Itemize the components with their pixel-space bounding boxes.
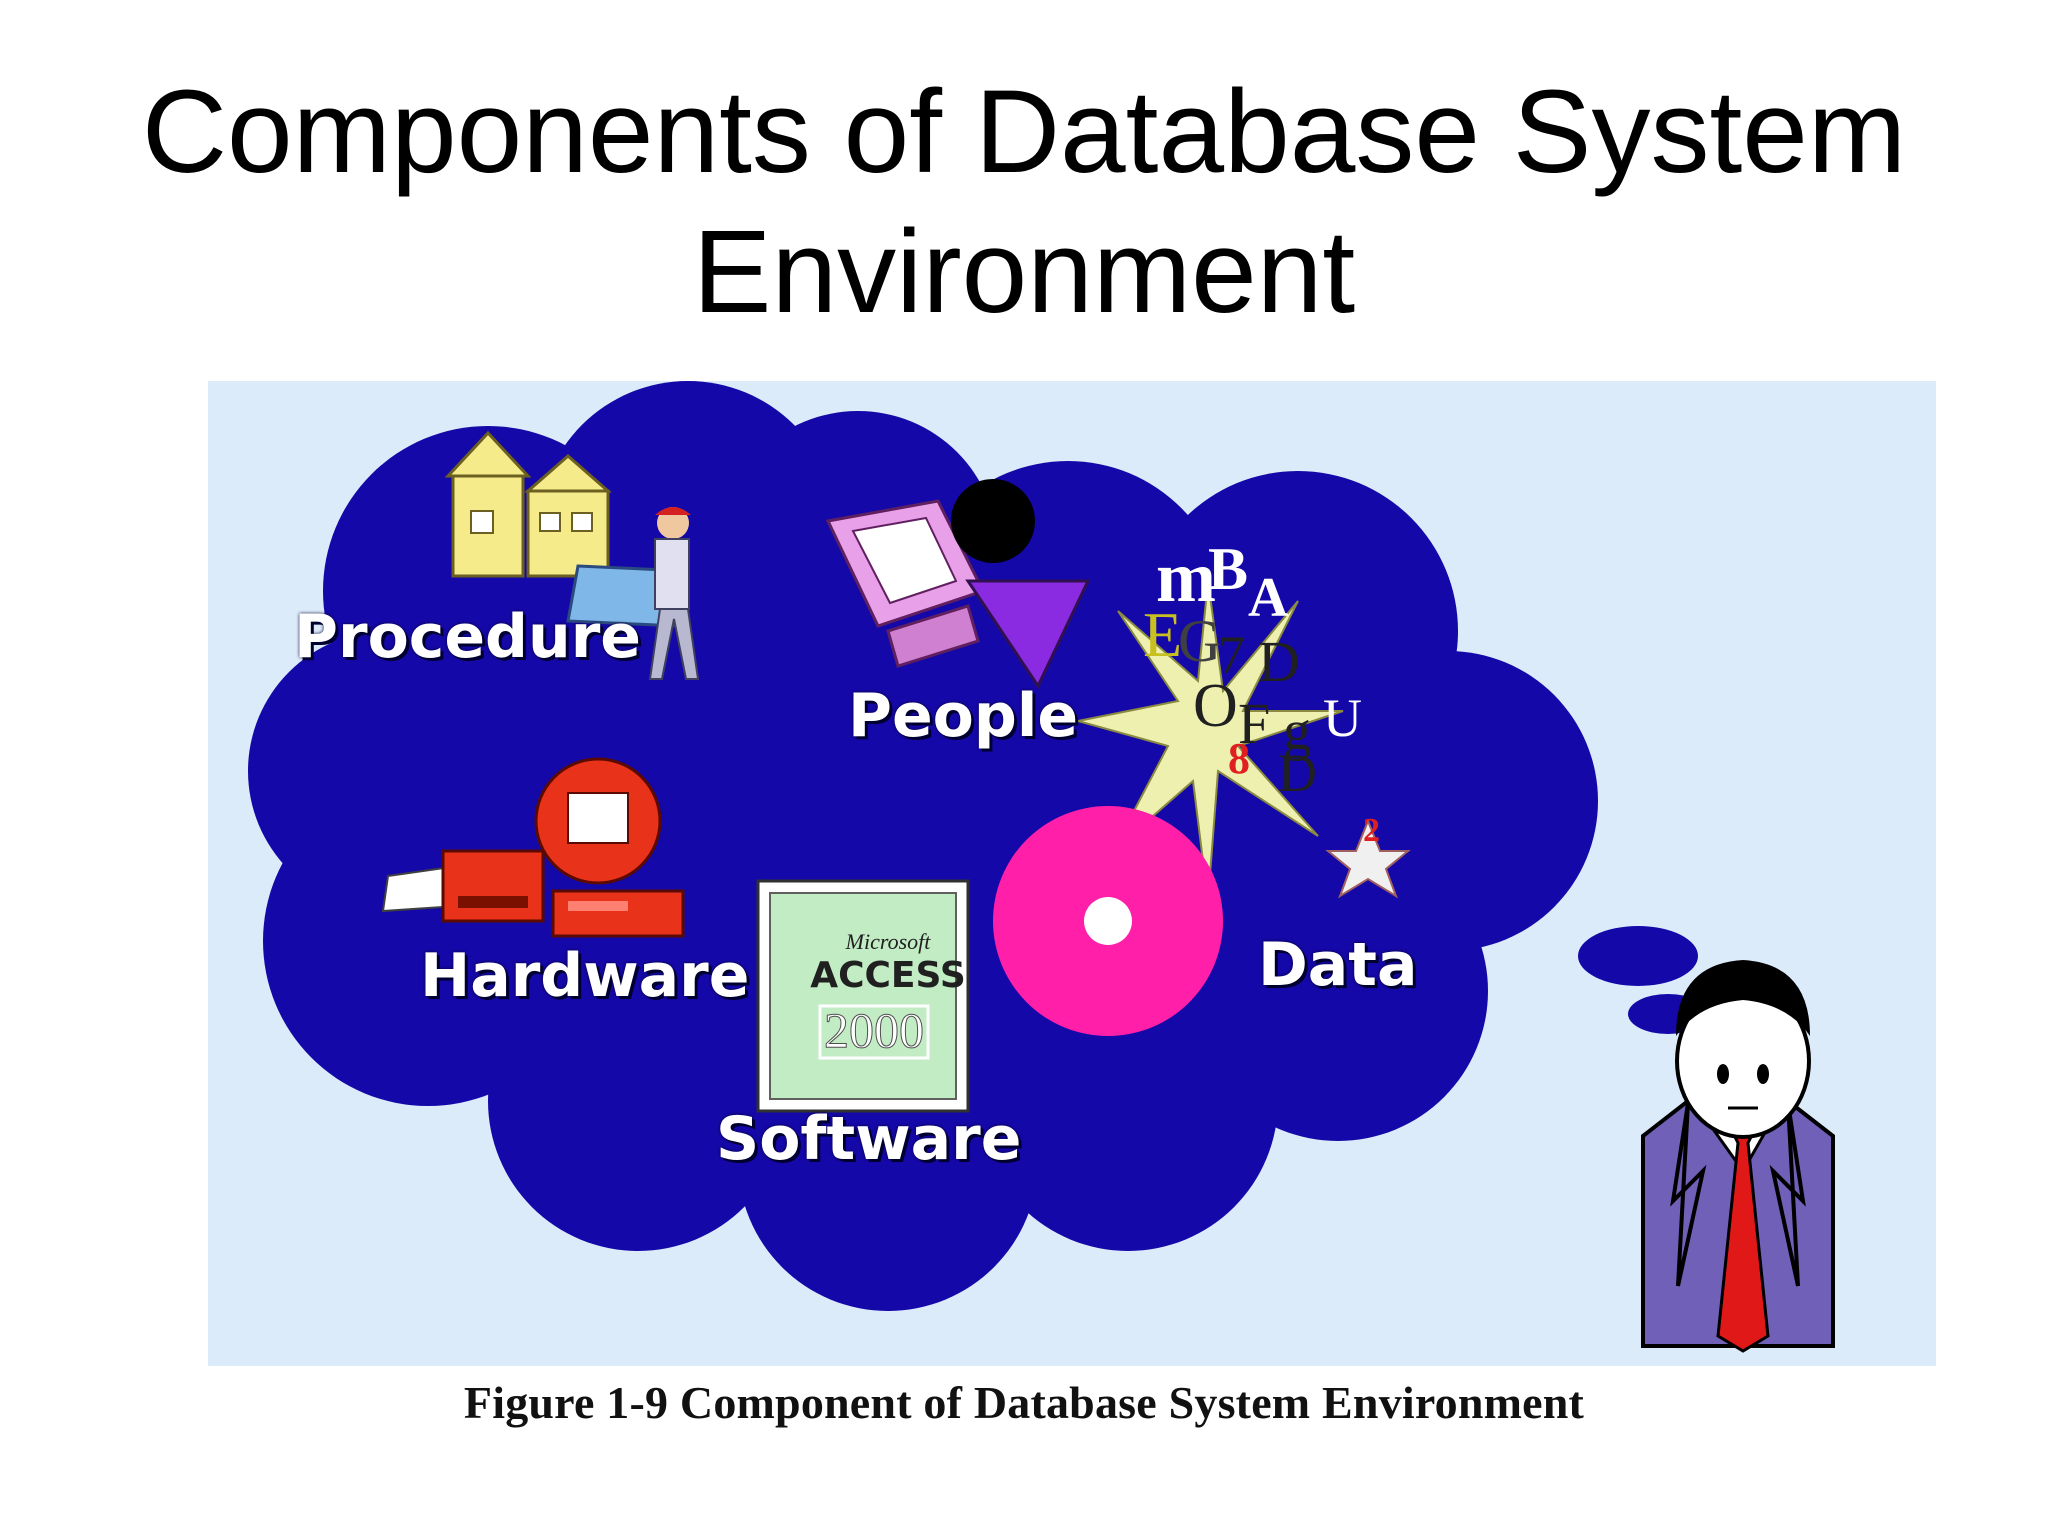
figure-illustration: m B A E G 7 D O F g U 8 D 2	[208, 381, 1936, 1366]
label-software: Software	[716, 1104, 1022, 1174]
data-glyph: g	[1283, 700, 1311, 762]
computer-hardware-icon	[381, 757, 685, 938]
software-box-icon	[756, 806, 1223, 1113]
person-at-computer-icon	[825, 479, 1091, 690]
data-glyphs: m B A E G 7 D O F g U 8 D 2	[1143, 536, 1380, 849]
data-glyph: F	[1238, 691, 1270, 756]
data-glyph: m	[1156, 537, 1216, 617]
data-glyph: B	[1208, 536, 1248, 602]
slide-title-line-1: Components of Database System	[141, 66, 1907, 198]
data-glyph: 8	[1228, 734, 1250, 783]
data-glyph: U	[1323, 688, 1362, 748]
label-people: People	[848, 681, 1079, 751]
data-glyph: 7	[1218, 625, 1245, 685]
data-glyph: D	[1278, 743, 1317, 803]
label-data: Data	[1258, 930, 1418, 1000]
data-glyph: A	[1248, 567, 1289, 629]
data-glyph: 2	[1363, 812, 1380, 849]
house-plan-icon	[444, 430, 700, 680]
thinking-man-icon	[1641, 960, 1835, 1353]
slide-title: Components of Database System Environmen…	[0, 62, 2048, 342]
slide-title-line-2: Environment	[692, 206, 1356, 338]
label-procedure: Procedure	[294, 602, 641, 672]
label-hardware: Hardware	[420, 941, 750, 1011]
thought-bubble-large	[1578, 926, 1698, 986]
data-glyph: G	[1178, 608, 1221, 674]
software-box-brand: Microsoft	[845, 929, 932, 954]
data-glyph: E	[1143, 599, 1182, 670]
software-box-version: 2000	[824, 1002, 924, 1058]
software-box-product: ACCESS	[810, 955, 966, 996]
figure-caption: Figure 1-9 Component of Database System …	[463, 1377, 1585, 1428]
figure: m B A E G 7 D O F g U 8 D 2	[208, 381, 1936, 1366]
data-glyph: D	[1258, 629, 1300, 694]
data-glyph: O	[1193, 672, 1238, 740]
